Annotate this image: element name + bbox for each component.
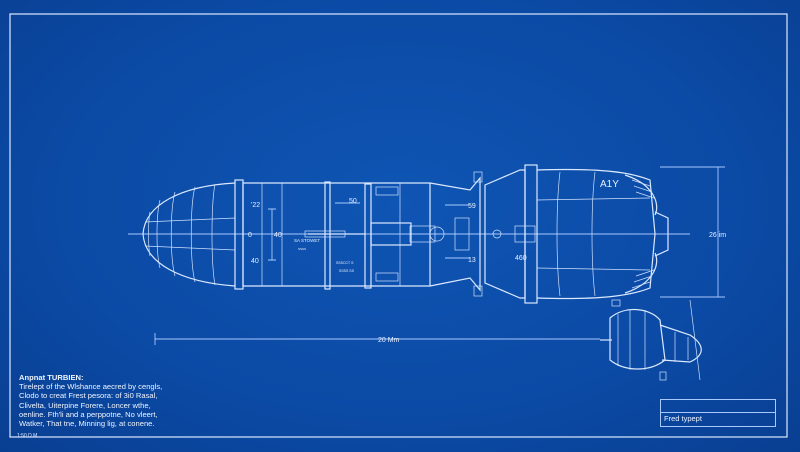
length-dimension-label: 20 Mm <box>378 337 400 344</box>
notes-title: Anpnat TURBIEN: <box>19 373 84 382</box>
turbine-section <box>484 164 669 304</box>
dim-label-13: 13 <box>468 257 476 264</box>
bottom-note: SSSCCT S <box>336 261 354 265</box>
side-pod-detail <box>600 299 702 381</box>
sheet-border <box>9 13 788 438</box>
height-dimension-label: 26 im <box>709 232 726 239</box>
title-block-label: Fred typept <box>664 414 702 423</box>
nose-cone <box>142 182 236 287</box>
notes-line: Clodo to creat Frest pesora: of 3i0 Rasa… <box>19 391 158 401</box>
section-note: SA STOWET <box>294 238 320 243</box>
title-block: Fred typept <box>660 399 776 427</box>
notes-line: Tirelept of the Wlshance aecred by cengl… <box>19 382 163 392</box>
dim-label-59: 59 <box>468 203 476 210</box>
notes-block: Anpnat TURBIEN: Tirelept of the Wlshance… <box>19 373 162 428</box>
notes-line: Watker, That tne, Minning lig, at conene… <box>19 419 155 429</box>
title-block-empty-row <box>661 400 775 413</box>
section-note-sub: SSSS <box>298 247 306 251</box>
dim-label-40-left: 40 <box>251 258 259 265</box>
scale-label: 1:50 D M <box>17 433 38 439</box>
dim-label-22: '22 <box>251 202 260 209</box>
dimension-lines <box>154 166 725 345</box>
dim-label-460: 460 <box>515 255 527 262</box>
dim-label-50: 50 <box>349 198 357 205</box>
engine-mark: A1Y <box>600 179 619 190</box>
notes-line: oenline. Fth'li and a perppotne, No vlee… <box>19 409 158 419</box>
bottom-note-sub: SSSS SS <box>339 269 355 273</box>
origin-label: 0 <box>248 232 252 239</box>
main-body <box>234 171 483 297</box>
dim-label-40-center: 40 <box>274 232 282 239</box>
notes-line: Clivelta, Uiterpine Forere, Loncer wthe, <box>19 400 151 410</box>
